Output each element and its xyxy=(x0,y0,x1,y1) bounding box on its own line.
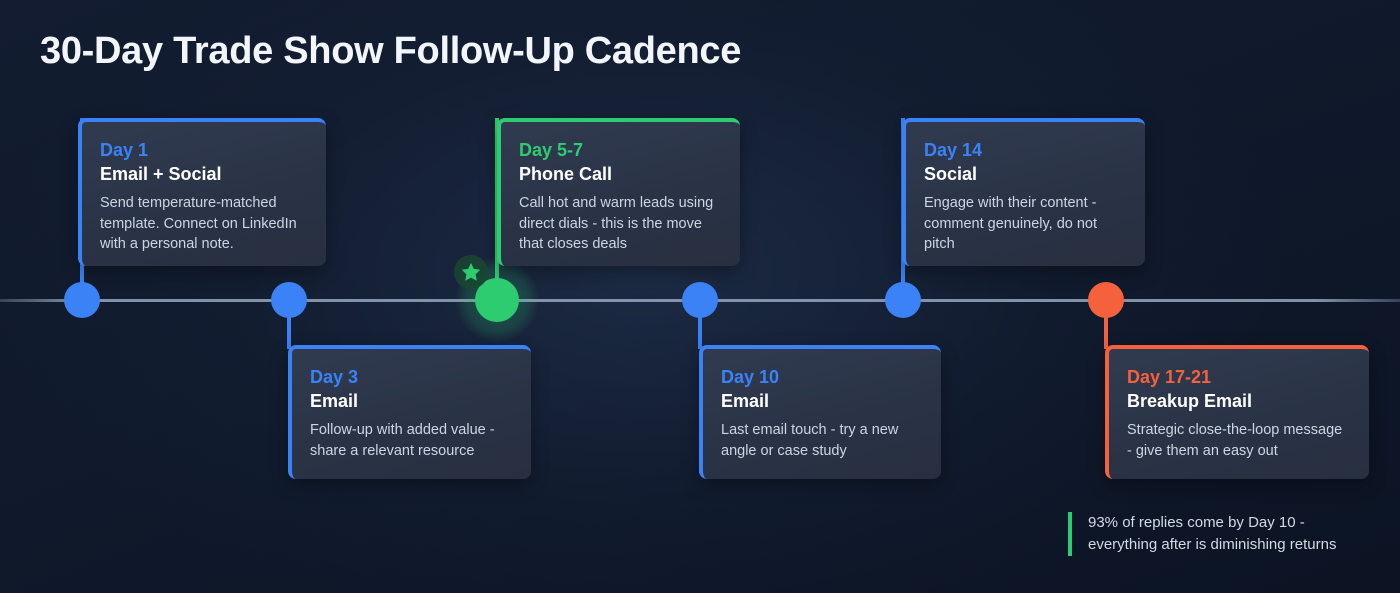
card-description: Last email touch - try a new angle or ca… xyxy=(721,422,899,459)
card-title: Email xyxy=(721,390,770,411)
card-title: Social xyxy=(924,163,978,184)
card-description: Send temperature-matched template. Conne… xyxy=(100,195,297,253)
timeline-node-day-5-7[interactable] xyxy=(475,278,519,322)
card-description: Engage with their content - comment genu… xyxy=(924,195,1098,253)
timeline-node-day-3[interactable] xyxy=(271,282,307,318)
timeline-node-day-17-21[interactable] xyxy=(1088,282,1124,318)
card-day-label: Day 10 xyxy=(721,367,780,387)
card-title: Email xyxy=(310,390,359,411)
footnote: 93% of replies come by Day 10 - everythi… xyxy=(1068,512,1378,556)
card-title: Phone Call xyxy=(519,163,613,184)
card-description: Call hot and warm leads using direct dia… xyxy=(519,195,714,253)
timeline-connector xyxy=(287,300,291,349)
card-description: Follow-up with added value - share a rel… xyxy=(310,422,495,459)
card-title: Breakup Email xyxy=(1127,390,1253,411)
card-description: Strategic close-the-loop message - give … xyxy=(1127,422,1343,459)
card-day-label: Day 17-21 xyxy=(1127,367,1212,387)
timeline-connector xyxy=(698,300,702,349)
card-day-label: Day 1 xyxy=(100,140,149,160)
timeline-node-day-10[interactable] xyxy=(682,282,718,318)
timeline-connector xyxy=(1104,300,1108,349)
card-day-label: Day 3 xyxy=(310,367,359,387)
card-day-label: Day 5-7 xyxy=(519,140,584,160)
star-icon xyxy=(454,255,488,289)
timeline-node-day-1[interactable] xyxy=(64,282,100,318)
card-day-label: Day 14 xyxy=(924,140,983,160)
footnote-text: 93% of replies come by Day 10 - everythi… xyxy=(1088,514,1337,553)
timeline-node-day-14[interactable] xyxy=(885,282,921,318)
card-title: Email + Social xyxy=(100,163,222,184)
page-title: 30-Day Trade Show Follow-Up Cadence xyxy=(40,30,742,72)
